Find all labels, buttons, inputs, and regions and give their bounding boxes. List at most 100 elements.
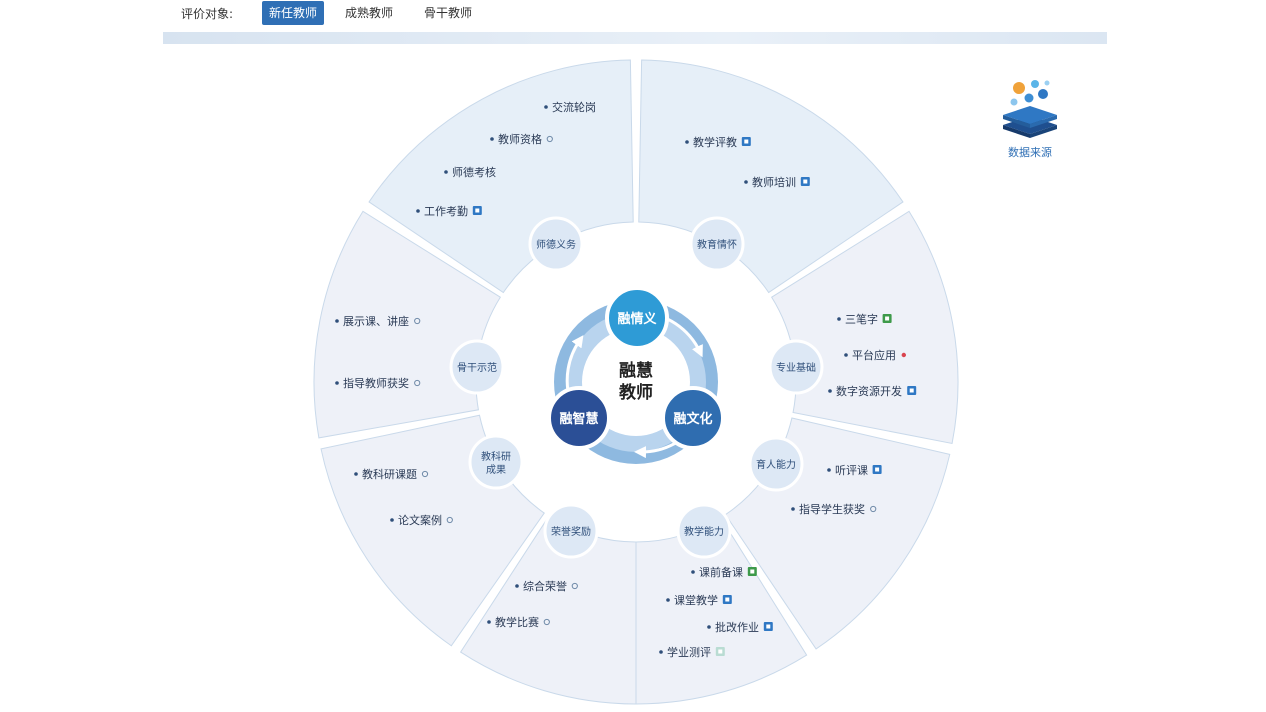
indicator-item[interactable]: 师德考核 — [444, 165, 496, 179]
status-square-icon — [718, 649, 723, 654]
dimension-node[interactable]: 教学能力 — [676, 503, 732, 559]
indicator-label: 教学比赛 — [495, 615, 539, 629]
indicator-label: 指导学生获奖 — [799, 502, 865, 516]
status-square-icon — [750, 569, 755, 574]
bullet-icon — [515, 584, 519, 588]
status-square-icon — [725, 597, 730, 602]
segment-background — [770, 210, 959, 445]
dimension-label: 教学能力 — [684, 525, 724, 538]
indicator-label: 听评课 — [835, 464, 868, 477]
filter-bar: 评价对象: 新任教师 成熟教师 骨干教师 — [163, 0, 1107, 30]
bullet-icon — [416, 209, 420, 213]
indicator-item[interactable]: 听评课 — [827, 464, 882, 477]
indicator-item[interactable]: 工作考勤 — [416, 205, 482, 218]
indicator-item[interactable]: 指导学生获奖 — [791, 502, 877, 516]
core-node-qingyi[interactable]: 融情义 — [605, 286, 669, 350]
dimension-node[interactable]: 教育情怀 — [689, 216, 745, 272]
bullet-icon — [837, 317, 841, 321]
tab-new-teacher[interactable]: 新任教师 — [262, 1, 325, 25]
status-square-icon — [766, 624, 771, 629]
status-circle-icon — [546, 135, 553, 143]
bullet-icon — [666, 598, 670, 602]
indicator-label: 课前备课 — [699, 565, 743, 579]
bullet-icon — [544, 105, 548, 109]
bullet-icon — [335, 381, 339, 385]
bullet-icon — [354, 472, 358, 476]
indicator-label: 展示课、讲座 — [343, 314, 409, 328]
indicator-item[interactable]: 教科研课题 — [354, 467, 429, 481]
dimension-label: 教育情怀 — [697, 238, 737, 251]
indicator-label: 工作考勤 — [424, 205, 468, 218]
status-square-icon — [885, 316, 890, 321]
indicator-item[interactable]: 平台应用 — [844, 348, 906, 362]
indicator-item[interactable]: 教师培训 — [744, 175, 810, 189]
indicator-label: 三笔字 — [845, 312, 878, 326]
indicator-label: 课堂教学 — [674, 593, 718, 607]
status-circle-icon — [870, 505, 877, 513]
indicator-item[interactable]: 论文案例 — [390, 513, 453, 527]
dimension-node-circle — [676, 503, 732, 559]
dimension-node[interactable]: 师德义务 — [528, 216, 584, 272]
indicator-item[interactable]: 教师资格 — [490, 132, 553, 146]
indicator-item[interactable]: 展示课、讲座 — [335, 314, 421, 328]
tab-key-teacher[interactable]: 骨干教师 — [424, 6, 473, 20]
dimension-label: 专业基础 — [776, 361, 816, 374]
indicator-label: 师德考核 — [452, 165, 496, 179]
bullet-icon — [490, 137, 494, 141]
header-divider-band — [163, 32, 1107, 44]
dimension-label: 教科研 — [481, 450, 511, 463]
bullet-icon — [828, 389, 832, 393]
core-node-zhihui[interactable]: 融智慧 — [547, 386, 611, 450]
indicator-item[interactable]: 教学评教 — [685, 135, 751, 149]
status-circle-icon — [414, 379, 421, 387]
segment-background — [459, 515, 637, 705]
indicator-label: 学业测评 — [667, 645, 711, 659]
indicator-item[interactable]: 指导教师获奖 — [335, 376, 421, 390]
dimension-node-circle — [689, 216, 745, 272]
bullet-icon — [827, 468, 831, 472]
core-title-line1: 融慧 — [619, 360, 653, 381]
core-node-label: 融文化 — [673, 411, 712, 427]
dimension-node-circle — [468, 434, 524, 490]
bullet-icon — [659, 650, 663, 654]
status-square-icon — [475, 208, 480, 213]
indicator-label: 指导教师获奖 — [343, 376, 409, 390]
status-circle-icon — [421, 470, 429, 478]
indicator-label: 教科研课题 — [362, 467, 417, 481]
bullet-icon — [685, 140, 689, 144]
data-source-button[interactable]: 数据来源 — [995, 78, 1065, 160]
dimension-node[interactable]: 育人能力 — [748, 436, 804, 492]
indicator-item[interactable]: 课堂教学 — [666, 593, 732, 607]
indicator-item[interactable]: 交流轮岗 — [544, 100, 596, 114]
indicator-item[interactable]: 三笔字 — [837, 312, 892, 326]
dimension-label: 师德义务 — [536, 238, 576, 251]
filter-label: 评价对象: — [181, 7, 234, 21]
indicator-item[interactable]: 学业测评 — [659, 645, 725, 659]
dimension-node[interactable]: 荣誉奖励 — [543, 503, 599, 559]
indicator-item[interactable]: 批改作业 — [707, 620, 773, 634]
indicator-item[interactable]: 数字资源开发 — [828, 384, 917, 398]
status-square-icon — [803, 179, 808, 184]
indicator-item[interactable]: 课前备课 — [691, 565, 757, 579]
status-circle-icon — [446, 516, 453, 524]
indicator-label: 批改作业 — [715, 620, 759, 634]
indicator-label: 平台应用 — [852, 348, 896, 362]
indicator-label: 综合荣誉 — [523, 579, 567, 593]
indicator-label: 教学评教 — [693, 135, 737, 149]
core-node-wenhua[interactable]: 融文化 — [661, 386, 725, 450]
data-source-label: 数据来源 — [1008, 146, 1052, 159]
core-node-label: 融智慧 — [559, 411, 598, 427]
dimension-node[interactable]: 骨干示范 — [449, 339, 505, 395]
dimension-node[interactable]: 专业基础 — [768, 339, 824, 395]
tab-mature-teacher[interactable]: 成熟教师 — [345, 6, 394, 20]
indicator-item[interactable]: 教学比赛 — [487, 615, 550, 629]
indicator-item[interactable]: 综合荣誉 — [515, 579, 578, 593]
status-square-icon — [909, 388, 914, 393]
